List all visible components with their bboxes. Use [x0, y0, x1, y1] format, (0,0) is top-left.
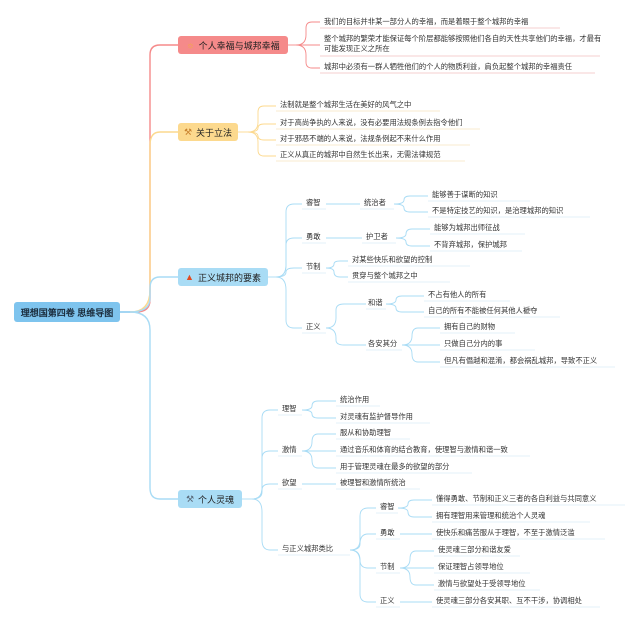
- leaf-text: 正义从真正的城邦中自然生长出来，无需法律规范: [280, 150, 441, 159]
- leaf-text: 服从和协助理智: [340, 428, 392, 437]
- leaf-text: 整个城邦的繁荣才能保证每个阶层都能够按照他们各自的天性共享他们的幸福，才最有可能…: [324, 34, 602, 53]
- leaf-text: 懂得勇敢、节制和正义三者的各自利益与共同意义: [436, 494, 597, 503]
- leaf-text: 拥有自己的财物: [444, 322, 496, 331]
- leaf-text: 使灵魂三部分和谐友爱: [438, 545, 511, 554]
- root-node[interactable]: 理想国第四卷 思维导图: [14, 302, 120, 322]
- node-temperance: 节制: [380, 562, 395, 571]
- leaf-text: 激情与欲望处于受领导地位: [438, 579, 526, 588]
- branch-just-city[interactable]: ▲ 正义城邦的要素: [178, 268, 268, 286]
- branch-individual-soul[interactable]: ⚒ 个人灵魂: [178, 490, 242, 508]
- leaf-text: 使灵魂三部分各安其职、互不干涉，协调相处: [436, 596, 582, 605]
- leaf-text: 城邦中必须有一群人牺牲他们的个人的物质利益，肩负起整个城邦的幸福责任: [324, 62, 573, 71]
- leaf-text: 对于邪恶不端的人来说，法规条例起不来什么作用: [280, 134, 441, 143]
- leaf-text: 不占有他人的所有: [428, 290, 487, 299]
- node-wisdom: 睿智: [380, 502, 395, 511]
- leaf-text: 贯穿与整个城邦之中: [352, 271, 418, 280]
- leaf-text: 拥有理智用来管理和统治个人灵魂: [436, 511, 546, 520]
- leaf-text: 用于管理灵魂在最多的欲望的部分: [340, 462, 450, 471]
- leaf-text: 通过音乐和体育的结合教育，使理智与激情和谐一致: [340, 445, 508, 454]
- node-each-in-place: 各安其分: [368, 339, 398, 348]
- node-courage: 勇敢: [306, 232, 321, 241]
- lightbulb-icon: ☼: [186, 39, 195, 50]
- leaf-text: 使快乐和痛苦服从于理智，不至于激情泛滥: [436, 528, 575, 537]
- node-rulers: 统治者: [364, 198, 386, 207]
- leaf-text: 能够善于谋断的知识: [432, 190, 498, 199]
- node-spirit: 激情: [282, 445, 297, 454]
- branch-label: 关于立法: [196, 127, 233, 138]
- node-reason: 理智: [282, 404, 297, 413]
- node-justice: 正义: [380, 596, 395, 605]
- leaf-text: 只做自己分内的事: [444, 339, 503, 348]
- node-desire: 欲望: [282, 478, 297, 487]
- leaf-text: 能够为城邦出师征战: [434, 223, 500, 232]
- leaf-text: 不背弃城邦，保护城邦: [434, 240, 507, 249]
- leaf-text: 但凡有僭越和混淆，都会祸乱城邦，导致不正义: [444, 356, 598, 365]
- node-courage: 勇敢: [380, 528, 395, 537]
- fire-icon: ▲: [185, 271, 194, 282]
- node-wisdom: 睿智: [306, 198, 321, 207]
- leaf-text: 我们的目标并非某一部分人的幸福，而是着眼于整个城邦的幸福: [324, 17, 529, 26]
- leaf-text: 保证理智占领导地位: [438, 562, 504, 571]
- node-guardians: 护卫者: [366, 232, 388, 241]
- leaf-text: 法制就是整个城邦生活在美好的风气之中: [280, 100, 412, 109]
- branch-label: 个人幸福与城邦幸福: [198, 40, 280, 51]
- node-harmony: 和谐: [368, 298, 383, 307]
- branch-label: 个人灵魂: [198, 494, 235, 505]
- leaf-text: 对于高尚争执的人来说，没有必要用法规条例去指令他们: [280, 118, 463, 127]
- node-analogy: 与正义城邦类比: [282, 544, 334, 553]
- leaf-text: 对灵魂有监护督导作用: [340, 412, 413, 421]
- branch-legislation[interactable]: ⚒ 关于立法: [178, 123, 238, 141]
- leaf-text: 被理智和激情所统治: [340, 478, 406, 487]
- node-temperance: 节制: [306, 262, 321, 271]
- branch-label: 正义城邦的要素: [197, 272, 261, 283]
- leaf-text: 统治作用: [340, 395, 370, 404]
- tools-icon: ⚒: [185, 493, 195, 504]
- branch-personal-happiness[interactable]: ☼ 个人幸福与城邦幸福: [178, 36, 288, 54]
- leaf-text: 自己的所有不能被任何其他人褫夺: [428, 306, 538, 315]
- node-justice: 正义: [306, 322, 321, 331]
- leaf-text: 对某些快乐和欲望的控制: [352, 255, 433, 264]
- hammer-icon: ⚒: [183, 126, 193, 137]
- leaf-text: 不是特定技艺的知识，是治理城邦的知识: [432, 206, 564, 215]
